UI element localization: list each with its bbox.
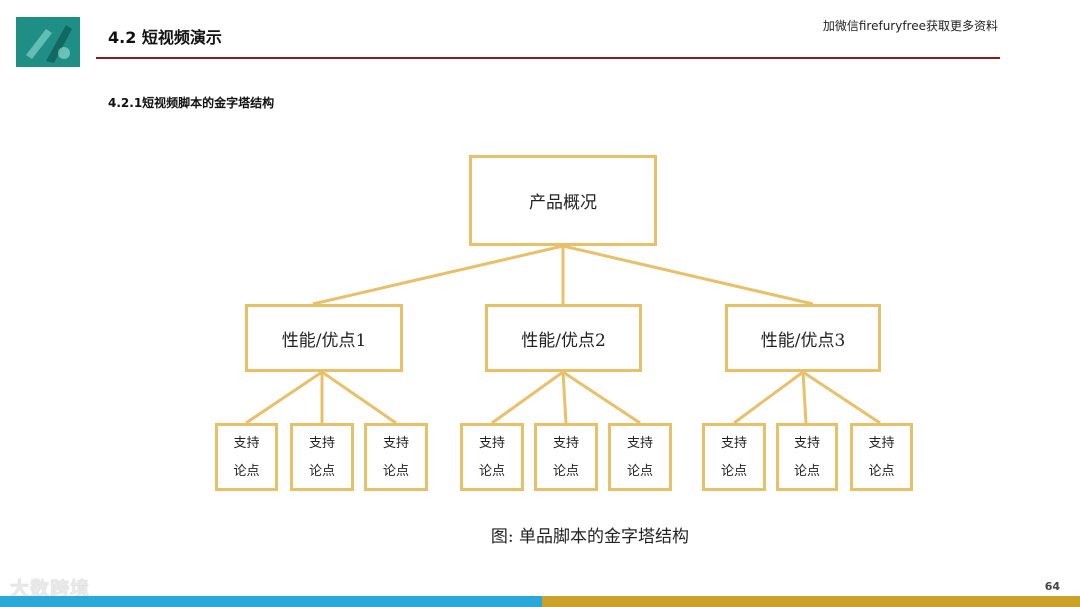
leaf-box-3-3: 支持 论点: [850, 423, 913, 491]
diagram-caption: 图: 单品脚本的金字塔结构: [0, 522, 1080, 547]
leaf-box-3-2: 支持 论点: [776, 423, 838, 491]
page-number: 64: [1045, 580, 1060, 593]
branch-box-2: 性能/优点2: [485, 304, 642, 372]
leaf-box-1-3: 支持 论点: [364, 423, 428, 491]
leaf-box-2-3: 支持 论点: [608, 423, 672, 491]
branch-box-1: 性能/优点1: [245, 304, 403, 372]
footer-bar-right: [542, 596, 1080, 607]
leaf-box-1-1: 支持 论点: [215, 423, 278, 491]
leaf-box-1-2: 支持 论点: [290, 423, 354, 491]
leaf-box-2-2: 支持 论点: [534, 423, 598, 491]
root-box-product-overview: 产品概况: [469, 155, 657, 246]
leaf-box-3-1: 支持 论点: [702, 423, 766, 491]
branch-box-3: 性能/优点3: [725, 304, 881, 372]
leaf-box-2-1: 支持 论点: [460, 423, 524, 491]
footer-bar-left: [0, 596, 542, 607]
